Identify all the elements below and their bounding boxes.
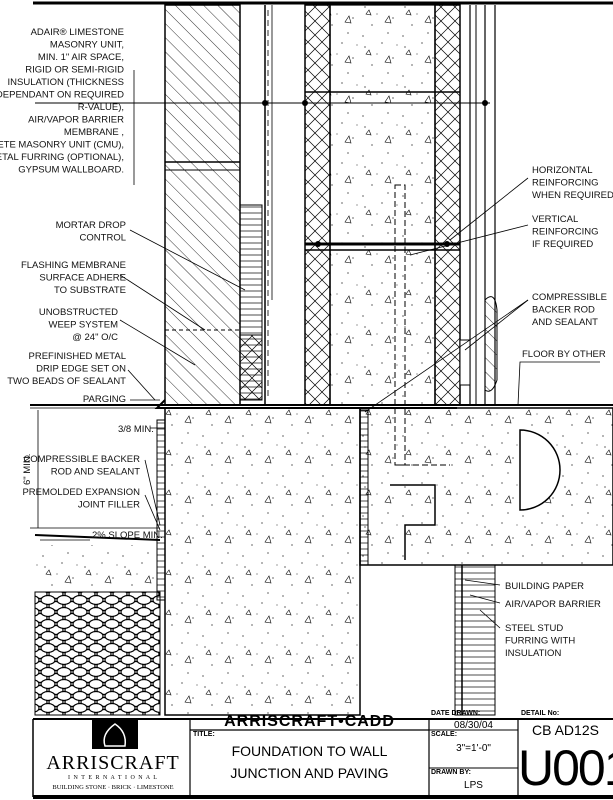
dim-height: 6" MIN.	[22, 454, 33, 485]
dim-min-gap: 3/8 MIN.	[118, 424, 154, 435]
dimension-lines: 6" MIN. 3/8 MIN. 2% SLOPE MIN.	[22, 407, 165, 541]
date-value: 08/30/04	[454, 720, 493, 731]
arriscraft-logo	[92, 719, 138, 749]
note-floor: FLOOR BY OTHER	[522, 349, 606, 360]
note-parging: PARGING	[83, 394, 126, 405]
logo-tagline: BUILDING STONE · BRICK · LIMESTONE	[52, 784, 174, 791]
drawn-by-label: DRAWN BY:	[431, 769, 471, 776]
logo-subtitle: I N T E R N A T I O N A L	[68, 775, 158, 781]
scale-label: SCALE:	[431, 731, 458, 738]
detail-label: DETAIL No:	[521, 710, 560, 717]
note-vapor-barrier: AIR/VAPOR BARRIER	[505, 599, 601, 610]
note-building-paper: BUILDING PAPER	[505, 581, 584, 592]
wall-section	[35, 4, 498, 466]
scale-value: 3"=1'-0"	[456, 743, 491, 754]
detail-number: U001	[518, 740, 613, 796]
brand-header: ARRISCRAFT•CADD	[224, 713, 395, 730]
drawing-title-line1: FOUNDATION TO WALL	[231, 743, 388, 759]
logo-wordmark: ARRISCRAFT	[46, 752, 180, 774]
drawing-title-line2: JUNCTION AND PAVING	[230, 765, 389, 781]
date-label: DATE DRAWN:	[431, 710, 481, 717]
dim-slope: 2% SLOPE MIN.	[92, 530, 163, 541]
drawn-by-value: LPS	[464, 780, 483, 791]
foundation-slab	[30, 399, 613, 716]
leader-lines	[119, 70, 600, 629]
title-label: TITLE:	[193, 731, 215, 738]
detail-code: CB AD12S	[532, 722, 599, 738]
